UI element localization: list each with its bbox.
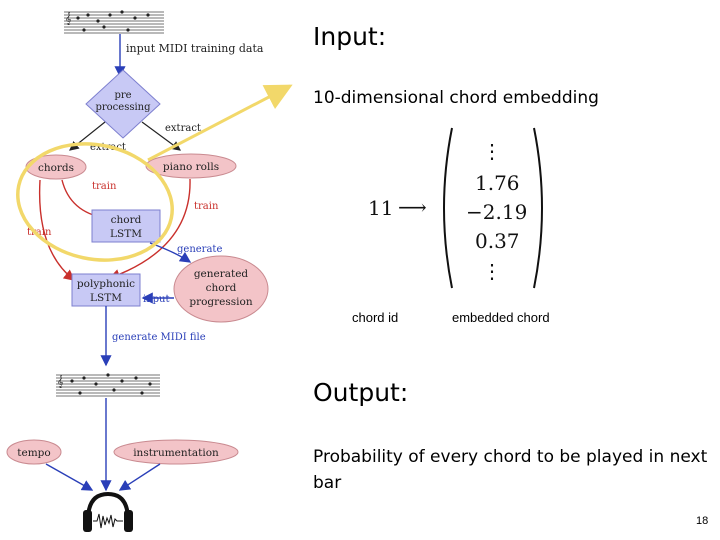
- tempo-node: [6, 439, 62, 465]
- vector-value-1: 1.76: [475, 171, 520, 195]
- instrumentation-node-label: instrumentation: [133, 447, 219, 459]
- probability-description: Probability of every chord to be played …: [313, 447, 708, 493]
- slide-number: 18: [696, 515, 709, 527]
- input-heading: Input:: [313, 22, 387, 51]
- extract-right-label: extract: [165, 123, 201, 134]
- vector-ellipsis-top: ⋮: [482, 139, 502, 163]
- tempo-node-label: tempo: [17, 447, 50, 459]
- headphones-icon: [83, 491, 133, 532]
- chord-lstm-label-2: LSTM: [110, 228, 142, 240]
- generated-label-2: chord: [206, 282, 237, 294]
- generated-label-3: progression: [189, 296, 252, 308]
- chords-node-label: chords: [38, 162, 74, 174]
- preprocessing-node: [85, 69, 161, 139]
- output-heading: Output:: [313, 378, 409, 407]
- train-left-label: train: [27, 227, 52, 238]
- generate-label: generate: [177, 244, 222, 255]
- svg-text:𝄞: 𝄞: [65, 12, 72, 25]
- preprocessing-label-2: processing: [95, 102, 151, 113]
- piano-rolls-node-label: piano rolls: [163, 161, 219, 173]
- embedding-description: 10-dimensional chord embedding: [313, 88, 599, 108]
- train-right-label: train: [194, 201, 219, 212]
- generate-midi-label: generate MIDI file: [112, 332, 206, 343]
- highlight-arrow: [147, 84, 293, 162]
- input-midi-label: input MIDI training data: [126, 42, 264, 55]
- polyphonic-lstm-node: [71, 273, 141, 307]
- sheet-music-bottom-icon: 𝄞: [56, 372, 160, 397]
- embedded-chord-caption: embedded chord: [452, 310, 550, 325]
- vector-value-3: 0.37: [475, 229, 520, 253]
- input-small-label: input: [143, 294, 170, 305]
- train-chords-label: train: [92, 181, 117, 192]
- chord-lstm-label-1: chord: [111, 214, 142, 226]
- preprocessing-label-1: pre: [114, 90, 131, 101]
- vector-ellipsis-bottom: ⋮: [482, 259, 502, 283]
- right-paren: [533, 127, 543, 289]
- vector-value-2: −2.19: [466, 200, 527, 224]
- generated-label-1: generated: [194, 268, 249, 280]
- chord-lstm-node: [91, 209, 161, 243]
- highlight-ellipse: [16, 142, 174, 262]
- sheet-music-top-icon: 𝄞: [64, 10, 164, 34]
- piano-rolls-node: [145, 153, 237, 179]
- generated-chord-progression-node: [173, 255, 269, 323]
- svg-text:𝄞: 𝄞: [57, 375, 64, 388]
- embedding-arrow: ⟶: [398, 195, 427, 219]
- instrumentation-node: [113, 439, 239, 465]
- polyphonic-lstm-label-1: polyphonic: [77, 278, 135, 290]
- chord-id-caption: chord id: [352, 310, 399, 325]
- chord-id-value: 11: [368, 196, 393, 220]
- left-paren: [443, 127, 453, 289]
- polyphonic-lstm-label-2: LSTM: [90, 292, 122, 304]
